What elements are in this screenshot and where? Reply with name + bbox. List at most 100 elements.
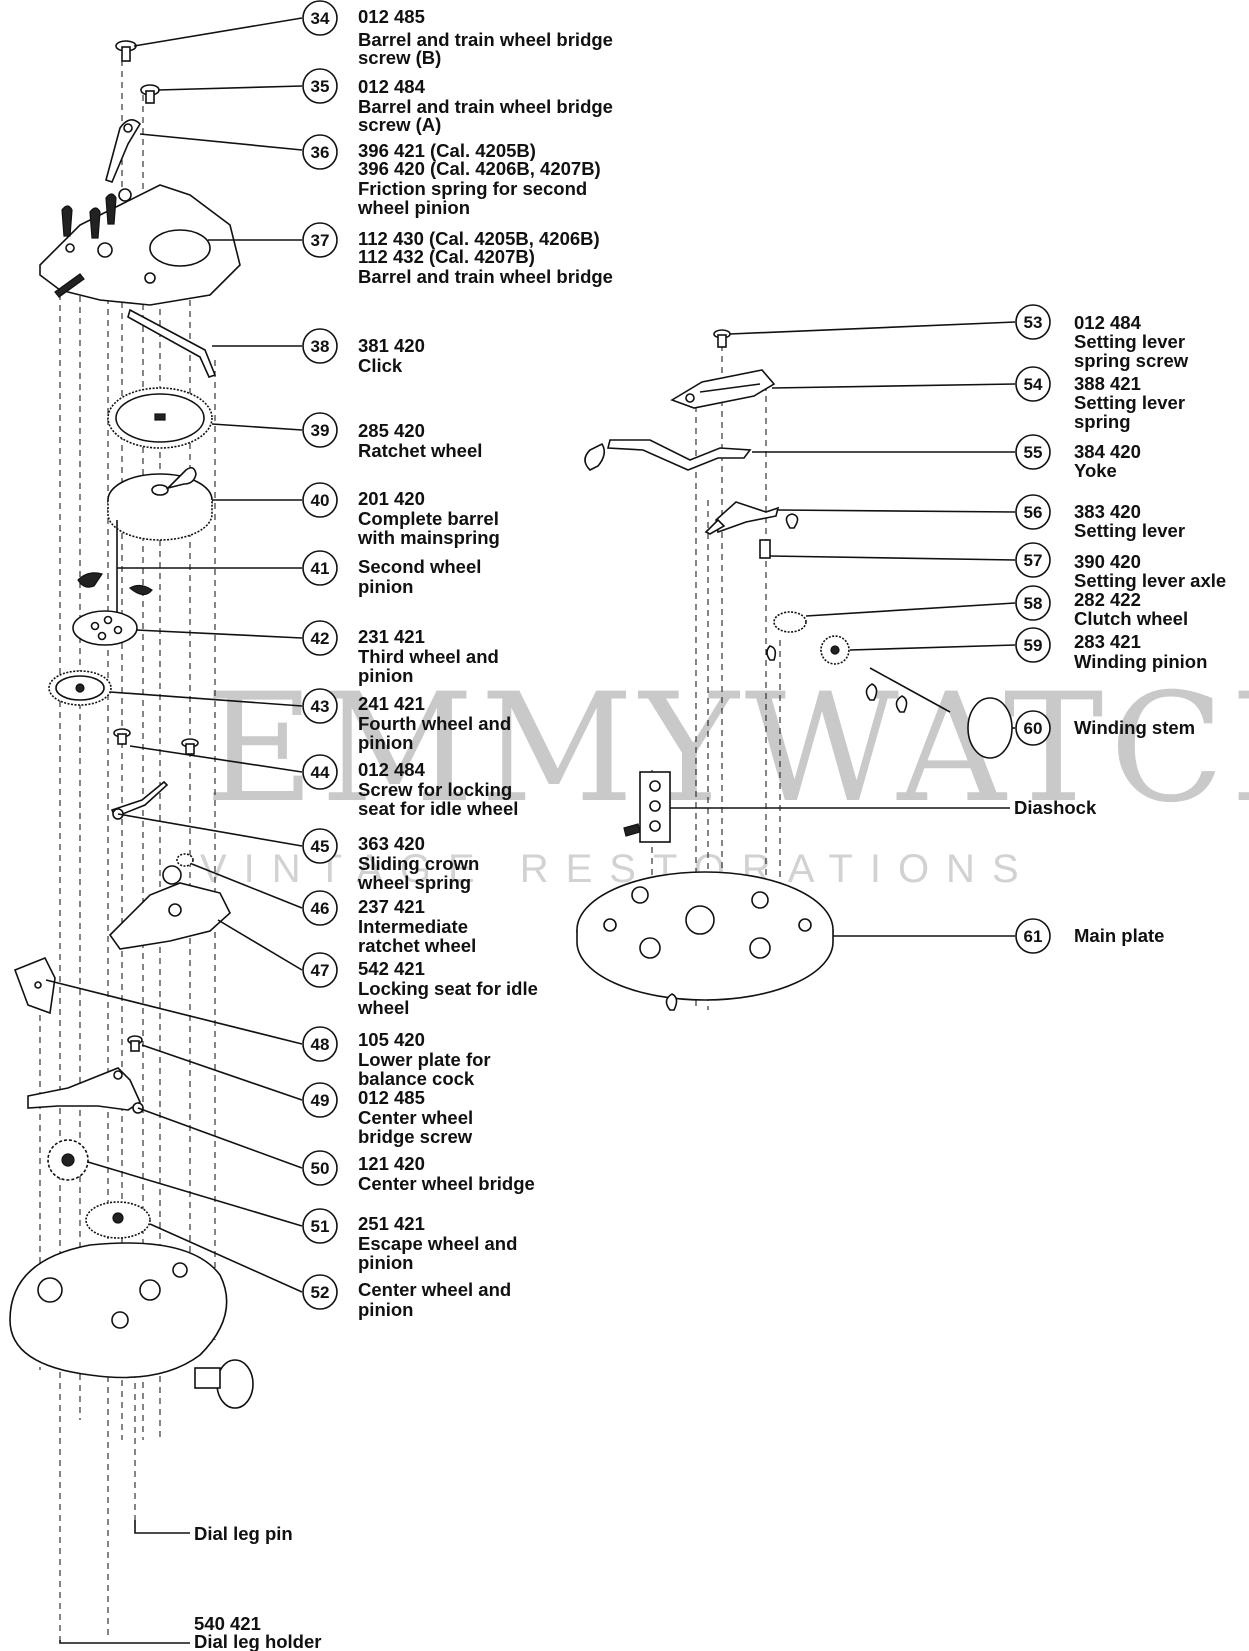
callout-number: 53: [1024, 313, 1043, 332]
callout-number: 48: [311, 1035, 330, 1054]
center-bridge-screw-49: [127, 1035, 143, 1052]
callouts-right: 53 012 484 Setting lever spring screw 54…: [1015, 304, 1226, 954]
callout-number: 49: [311, 1091, 330, 1110]
callout-number: 34: [311, 9, 330, 28]
clutch-wheel-58: [766, 611, 807, 661]
callout-number: 42: [311, 629, 330, 648]
part-number: 012 485: [358, 1087, 425, 1108]
callout-number: 50: [311, 1159, 330, 1178]
winding-stem-60: [865, 667, 1013, 759]
watermark-title: EMMYWATCH: [205, 662, 1249, 836]
callout-50: 50 121 420 Center wheel bridge: [302, 1150, 535, 1194]
part-number: 241 421: [358, 693, 425, 714]
intermediate-ratchet-46: [176, 853, 194, 867]
part-desc: pinion: [358, 665, 413, 686]
part-number: 390 420: [1074, 551, 1141, 572]
callout-43: 43 241 421 Fourth wheel and pinion: [302, 688, 511, 753]
callout-number: 51: [311, 1217, 330, 1236]
balance-cock-plate-48: [13, 956, 56, 1015]
callout-number: 58: [1024, 594, 1043, 613]
part-number: 251 421: [358, 1213, 425, 1234]
callout-number: 47: [311, 961, 330, 980]
part-desc: pinion: [358, 1252, 413, 1273]
part-desc: wheel spring: [357, 872, 471, 893]
part-desc: with mainspring: [357, 527, 500, 548]
part-desc: Locking seat for idle: [358, 978, 538, 999]
part-number: 384 420: [1074, 441, 1141, 462]
callout-number: 40: [311, 491, 330, 510]
part-desc: Fourth wheel and: [358, 713, 511, 734]
callout-number: 45: [311, 837, 330, 856]
yoke-55: [584, 439, 752, 471]
callout-40: 40 201 420 Complete barrel with mainspri…: [302, 482, 500, 548]
part-desc: Second wheel: [358, 556, 481, 577]
callout-41: 41 Second wheel pinion: [302, 550, 481, 597]
second-wheel-pinion-41: [77, 520, 153, 612]
callout-number: 44: [311, 763, 330, 782]
part-desc: Yoke: [1074, 460, 1117, 481]
part-desc: Clutch wheel: [1074, 608, 1188, 629]
callout-39: 39 285 420 Ratchet wheel: [302, 412, 482, 461]
part-number: 231 421: [358, 626, 425, 647]
callout-number: 55: [1024, 443, 1043, 462]
part-desc: ratchet wheel: [358, 935, 476, 956]
dial-leg-holder-label: Dial leg holder: [194, 1631, 321, 1651]
part-desc: pinion: [358, 1299, 413, 1320]
callout-51: 51 251 421 Escape wheel and pinion: [302, 1208, 517, 1273]
part-desc: Center wheel and: [358, 1279, 511, 1300]
part-number: 363 420: [358, 833, 425, 854]
leader-lines-left: [45, 17, 303, 1644]
part-number: 396 420 (Cal. 4206B, 4207B): [358, 158, 601, 179]
locking-seat-47: [108, 865, 231, 950]
callout-45: 45 363 420 Sliding crown wheel spring: [302, 828, 479, 893]
callout-number: 39: [311, 421, 330, 440]
part-desc: Winding stem: [1074, 717, 1195, 738]
callout-37: 37 112 430 (Cal. 4205B, 4206B) 112 432 (…: [302, 222, 613, 287]
part-number: 285 420: [358, 420, 425, 441]
callout-number: 35: [311, 77, 330, 96]
part-desc: Friction spring for second: [358, 178, 587, 199]
part-number: 105 420: [358, 1029, 425, 1050]
callout-59: 59 283 421 Winding pinion: [1015, 627, 1207, 672]
callout-46: 46 237 421 Intermediate ratchet wheel: [302, 890, 476, 956]
part-number: 383 420: [1074, 501, 1141, 522]
screw-35: [140, 84, 160, 104]
callout-number: 38: [311, 337, 330, 356]
part-desc: Center wheel bridge: [358, 1173, 535, 1194]
part-number: 237 421: [358, 896, 425, 917]
part-desc: Main plate: [1074, 925, 1164, 946]
part-desc: Screw for locking: [358, 779, 512, 800]
callout-53: 53 012 484 Setting lever spring screw: [1015, 304, 1189, 371]
main-plate-61: [576, 871, 834, 1011]
callout-49: 49 012 485 Center wheel bridge screw: [302, 1082, 473, 1147]
callout-36: 36 396 421 (Cal. 4205B) 396 420 (Cal. 42…: [302, 134, 601, 218]
callout-number: 36: [311, 143, 330, 162]
center-wheel-52: [85, 1201, 151, 1239]
part-desc: wheel: [357, 997, 409, 1018]
part-number: 012 484: [358, 76, 426, 97]
setting-lever-56: [704, 501, 780, 535]
barrel-bridge-37: [39, 184, 241, 306]
center-wheel-bridge-50: [27, 1067, 144, 1114]
part-desc: Sliding crown: [358, 853, 479, 874]
dial-leg-pin-label: Dial leg pin: [194, 1523, 293, 1544]
sliding-crown-spring-45: [110, 780, 169, 820]
callout-56: 56 383 420 Setting lever: [1015, 494, 1185, 541]
part-number: 112 430 (Cal. 4205B, 4206B): [358, 228, 600, 249]
callout-number: 56: [1024, 503, 1043, 522]
callout-number: 41: [311, 559, 330, 578]
callout-number: 43: [311, 697, 330, 716]
callout-number: 61: [1024, 927, 1043, 946]
part-desc: Third wheel and: [358, 646, 499, 667]
part-number: 121 420: [358, 1153, 425, 1174]
part-desc: Setting lever: [1074, 331, 1185, 352]
part-desc: balance cock: [358, 1068, 475, 1089]
watermark: EMMYWATCH VINTAGE RESTORATIONS: [200, 662, 1249, 891]
setting-lever-spring-54: [670, 369, 776, 409]
callout-number: 57: [1024, 551, 1043, 570]
part-desc: Barrel and train wheel bridge: [358, 266, 613, 287]
setting-lever-axle-57: [759, 513, 799, 559]
callout-57: 57 390 420 Setting lever axle: [1015, 542, 1226, 591]
callout-42: 42 231 421 Third wheel and pinion: [302, 620, 499, 686]
